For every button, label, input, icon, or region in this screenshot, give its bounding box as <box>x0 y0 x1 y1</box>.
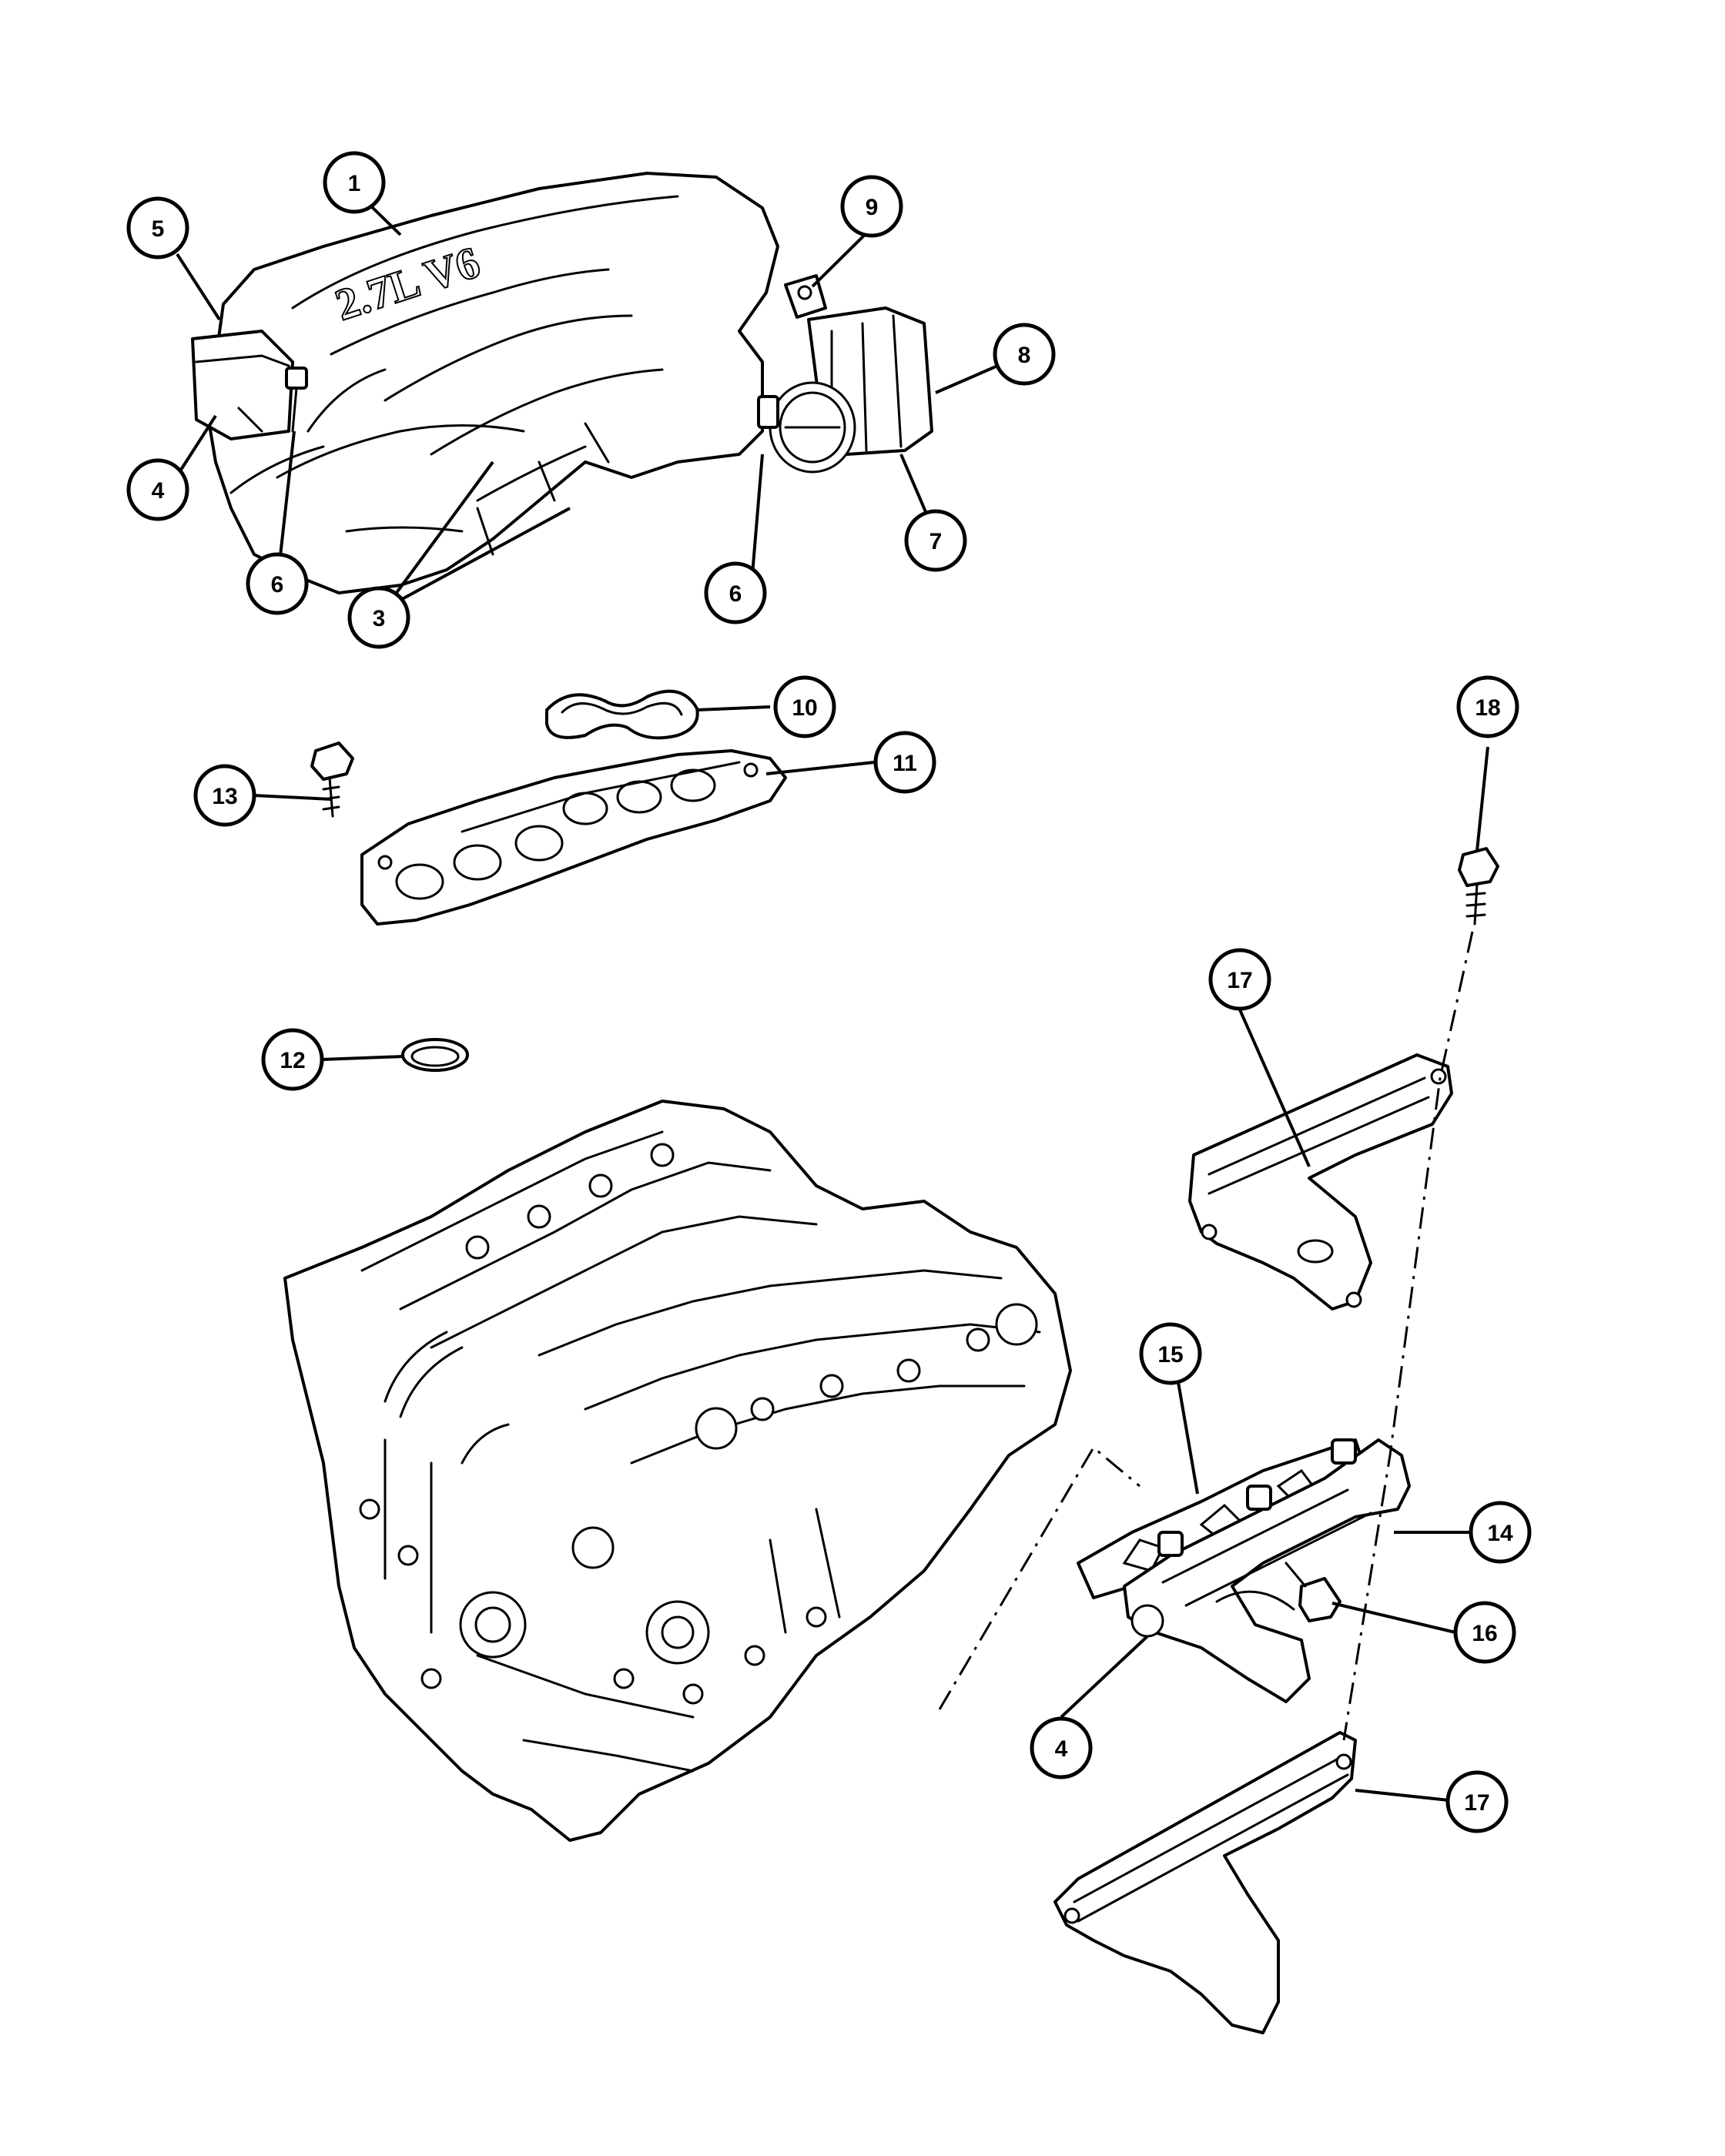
callout-6-right: 6 <box>704 561 767 624</box>
svg-text:4: 4 <box>1055 1736 1068 1762</box>
callout-4-bottom: 4 <box>1030 1716 1093 1779</box>
svg-text:17: 17 <box>1464 1790 1489 1816</box>
callout-16: 16 <box>1453 1601 1516 1664</box>
svg-text:6: 6 <box>729 581 742 607</box>
callout-18: 18 <box>1456 675 1519 738</box>
manifold-bolt <box>310 742 354 818</box>
svg-text:5: 5 <box>152 216 165 242</box>
svg-text:9: 9 <box>866 195 879 220</box>
svg-text:11: 11 <box>893 751 917 776</box>
map-sensor <box>191 330 294 440</box>
callout-8: 8 <box>993 323 1056 386</box>
svg-text:6: 6 <box>271 572 284 598</box>
svg-text:13: 13 <box>212 784 237 809</box>
svg-text:1: 1 <box>348 171 361 196</box>
manifold-bolt-left <box>285 367 308 433</box>
o-ring-seal <box>401 1038 469 1072</box>
svg-text:8: 8 <box>1018 343 1031 368</box>
throttle-body-gasket <box>545 689 699 740</box>
iac-sensor <box>784 274 827 319</box>
upper-intake-manifold: 2.7L V6 <box>206 172 779 594</box>
callout-17-bottom: 17 <box>1445 1770 1509 1833</box>
lower-heat-shield <box>1053 1731 1357 2034</box>
callout-10: 10 <box>773 675 836 738</box>
callout-15: 15 <box>1139 1322 1202 1385</box>
callout-17-top: 17 <box>1208 948 1271 1011</box>
svg-text:15: 15 <box>1157 1342 1183 1368</box>
lower-intake-manifold <box>360 749 787 926</box>
callout-12: 12 <box>261 1028 324 1091</box>
svg-text:14: 14 <box>1487 1521 1513 1546</box>
svg-text:16: 16 <box>1472 1621 1497 1646</box>
callout-13: 13 <box>193 764 256 827</box>
callout-9: 9 <box>840 175 903 238</box>
callout-4-top: 4 <box>126 458 189 521</box>
svg-text:3: 3 <box>373 606 386 631</box>
svg-text:10: 10 <box>792 695 817 721</box>
oxygen-sensor <box>1285 1562 1341 1622</box>
callout-5: 5 <box>126 196 189 259</box>
callout-6-left: 6 <box>246 552 309 615</box>
engine-block <box>283 1100 1072 1842</box>
svg-text:4: 4 <box>152 478 165 504</box>
svg-text:17: 17 <box>1227 968 1252 993</box>
callout-14: 14 <box>1469 1501 1532 1564</box>
svg-text:12: 12 <box>280 1048 305 1073</box>
svg-text:18: 18 <box>1475 695 1500 721</box>
callout-7: 7 <box>904 509 967 572</box>
throttle-body <box>757 306 933 474</box>
callout-11: 11 <box>873 731 936 794</box>
assembly-dash-lines <box>938 931 1474 1741</box>
callout-1: 1 <box>323 151 386 214</box>
upper-heat-shield <box>1188 1053 1453 1311</box>
svg-text:7: 7 <box>929 529 943 554</box>
callout-3: 3 <box>347 586 410 649</box>
stud-bolt <box>1458 847 1499 926</box>
exhaust-manifold <box>1123 1438 1411 1703</box>
